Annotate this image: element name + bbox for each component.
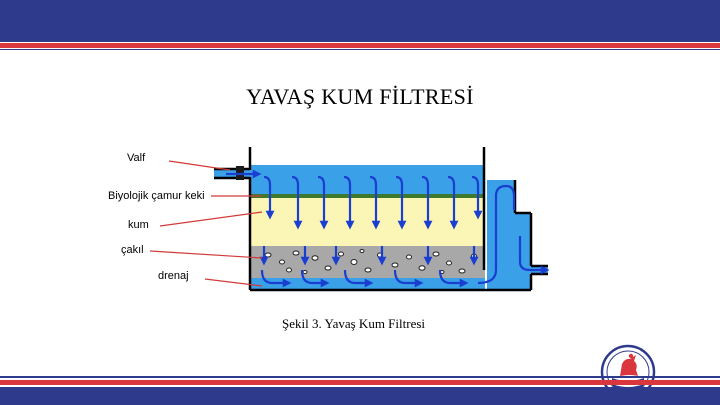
footer-red-stripe bbox=[0, 380, 720, 385]
header-red-stripe bbox=[0, 43, 720, 48]
header-band bbox=[0, 0, 720, 42]
slide-title: YAVAŞ KUM FİLTRESİ bbox=[246, 84, 474, 109]
label-drain: drenaj bbox=[158, 270, 189, 282]
sand-layer bbox=[250, 198, 485, 246]
label-sand: kum bbox=[128, 219, 149, 231]
gravel-layer bbox=[250, 246, 485, 278]
drain-flow-arrows bbox=[260, 269, 469, 288]
label-leader-lines bbox=[149, 160, 263, 287]
downflow-arrows bbox=[263, 175, 483, 230]
label-biofilm: Biyolojik çamur keki bbox=[108, 190, 205, 202]
footer-thin-stripe bbox=[0, 376, 720, 378]
label-valve: Valf bbox=[127, 152, 146, 164]
water-layer bbox=[250, 165, 485, 196]
figure-caption: Şekil 3. Yavaş Kum Filtresi bbox=[282, 316, 426, 331]
gravel-stones bbox=[264, 249, 477, 274]
label-gravel: çakıl bbox=[121, 244, 144, 256]
tank-walls bbox=[214, 147, 548, 292]
biofilm-layer bbox=[250, 194, 485, 198]
outlet-flow-arrow bbox=[518, 236, 550, 275]
footer-band bbox=[0, 387, 720, 405]
outlet-chamber-upper bbox=[487, 180, 515, 214]
header-thin-stripe bbox=[0, 49, 720, 50]
riser-flow-arrow bbox=[477, 184, 516, 285]
gravel-flow-arrows bbox=[259, 246, 479, 266]
